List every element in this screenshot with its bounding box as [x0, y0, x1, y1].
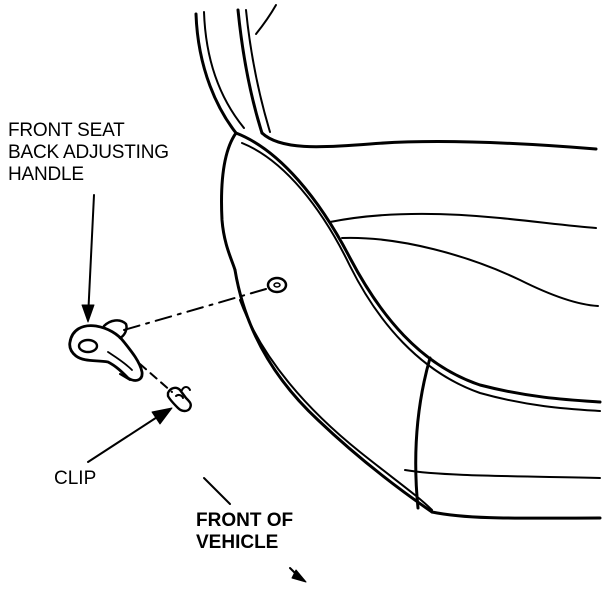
front-direction-arrow: [203, 477, 307, 583]
handle-label: FRONT SEAT BACK ADJUSTING HANDLE: [8, 120, 169, 186]
handle-label-line-2: BACK ADJUSTING: [8, 142, 169, 163]
handle-to-clip-dashed-line: [139, 363, 173, 393]
clip-part: [166, 386, 192, 413]
handle-leader-arrow: [81, 194, 95, 323]
front-label-line-1: FRONT OF: [196, 510, 294, 531]
front-label-line-2: VEHICLE: [196, 532, 279, 553]
handle-to-hole-dashed-line: [123, 288, 267, 331]
seat-cushion: [220, 131, 602, 520]
adjusting-handle: [68, 319, 144, 382]
clip-label: CLIP: [54, 468, 97, 489]
handle-label-line-1: FRONT SEAT: [8, 120, 125, 141]
seat-back: [194, 4, 598, 151]
handle-label-line-3: HANDLE: [8, 164, 84, 185]
front-of-vehicle-label: FRONT OF VEHICLE: [196, 510, 293, 554]
clip-leader-arrow: [87, 407, 173, 463]
